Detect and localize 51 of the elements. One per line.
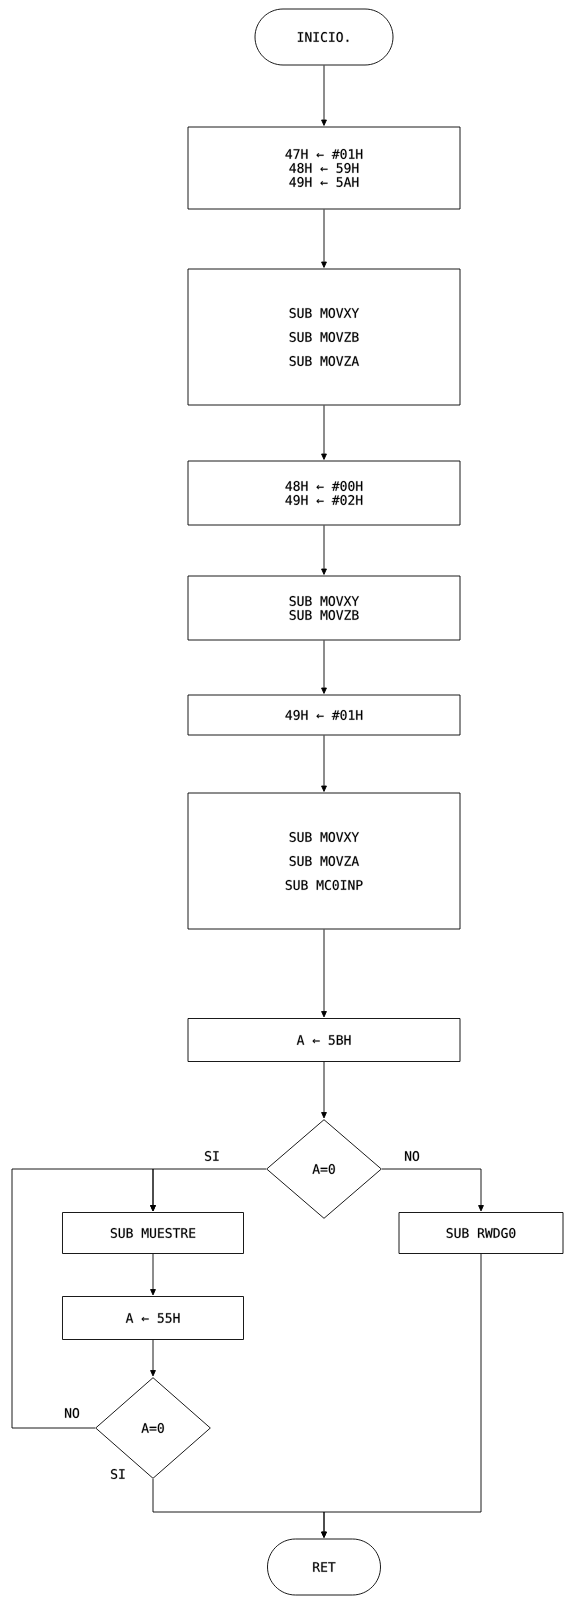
- node-text: 48H ← 59H: [289, 163, 359, 174]
- node-text: 49H ← #02H: [285, 495, 363, 506]
- process-box: [187, 126, 461, 210]
- edge-label: NO: [63, 1407, 81, 1419]
- arrow: [321, 209, 327, 268]
- arrow: [321, 1061, 327, 1119]
- arrow: [150, 1339, 156, 1377]
- node-text: SUB RWDG0: [446, 1228, 516, 1239]
- edge-label: NO: [403, 1150, 421, 1162]
- process-box: [187, 268, 461, 406]
- arrow: [321, 1253, 482, 1538]
- node-text: SUB MOVZA: [289, 356, 359, 367]
- arrow: [381, 1168, 484, 1212]
- decision-diamond: [95, 1377, 211, 1479]
- process-box: [398, 1212, 564, 1254]
- node-text: SUB MOVXY: [289, 832, 359, 843]
- node-text: 48H ← #00H: [285, 481, 363, 492]
- node-text: SUB MOVZB: [289, 610, 359, 621]
- node-text: A ← 5BH: [296, 1035, 351, 1045]
- node-text: SUB MOVXY: [289, 596, 359, 607]
- node-text: SUB MOVZA: [289, 856, 359, 867]
- arrow: [150, 1253, 156, 1296]
- arrow: [321, 929, 327, 1018]
- node-text: 49H ← #01H: [285, 710, 363, 721]
- edge-label: SI: [109, 1468, 127, 1480]
- node-text: A=0: [141, 1423, 164, 1433]
- process-box: [187, 792, 461, 930]
- arrow: [321, 525, 327, 575]
- arrow: [321, 65, 327, 126]
- node-text: A=0: [312, 1164, 335, 1174]
- node-text: RET: [313, 1562, 336, 1572]
- arrow: [321, 735, 327, 792]
- process-box: [62, 1296, 244, 1340]
- arrow: [321, 640, 327, 694]
- arrow: [321, 405, 327, 460]
- node-text: SUB MC0INP: [285, 880, 363, 891]
- node-text: INICIO.: [297, 32, 349, 42]
- node-text: SUB MOVZB: [289, 332, 359, 343]
- arrow: [11, 1168, 156, 1429]
- process-box: [187, 575, 461, 641]
- node-text: A ← 55H: [125, 1313, 180, 1323]
- node-text: SUB MOVXY: [289, 308, 359, 319]
- edge-label: SI: [203, 1150, 221, 1162]
- node-text: SUB MUESTRE: [110, 1228, 196, 1239]
- process-box: [187, 694, 461, 736]
- process-box: [187, 1018, 461, 1062]
- node-text: 47H ← #01H: [285, 149, 363, 159]
- process-box: [187, 460, 461, 526]
- process-box: [62, 1212, 244, 1254]
- node-text: 49H ← 5AH: [289, 177, 359, 187]
- decision-diamond: [266, 1119, 382, 1219]
